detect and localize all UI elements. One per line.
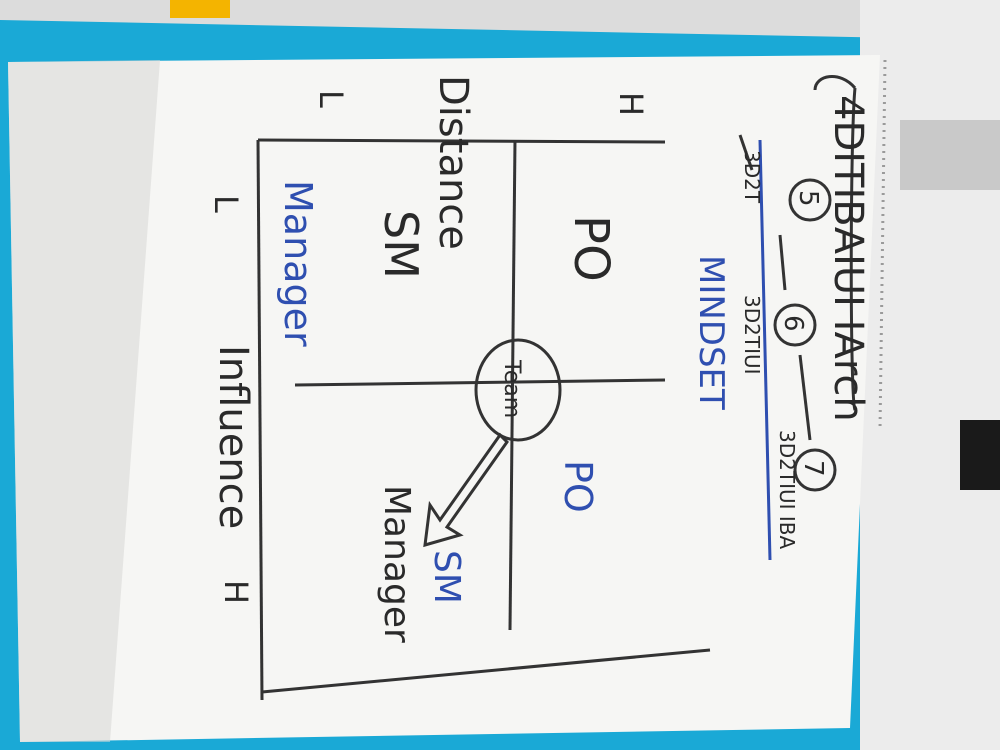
y-axis-high: H	[612, 92, 650, 116]
mindset-underline	[758, 139, 772, 561]
y-axis-title: Distance	[430, 75, 476, 250]
quadrant-bottom-right-manager: Manager	[376, 485, 417, 643]
matrix-horizontal-divider	[294, 378, 666, 387]
stage-7-circle	[793, 448, 837, 492]
title-box-corner	[813, 75, 857, 91]
arrow-5-6	[778, 234, 787, 291]
team-label: Team	[499, 359, 524, 418]
matrix-bottom-line	[261, 648, 711, 694]
mindset-label: MINDSET	[691, 255, 731, 410]
stage-5-label: 3D2T	[740, 150, 764, 204]
stage-7-number: 7	[798, 460, 828, 477]
stage-underline	[738, 134, 754, 171]
matrix-vertical-divider	[508, 139, 517, 631]
grey-object-right	[900, 120, 1000, 190]
x-axis-high: H	[217, 580, 255, 604]
arrow-6-7	[798, 354, 812, 441]
quadrant-top-right-po: PO	[556, 460, 600, 513]
quadrant-bottom-right-sm: SM	[426, 550, 467, 604]
spiral-binding	[878, 59, 887, 431]
quadrant-top-left-po: PO	[563, 215, 619, 282]
matrix-left-axis	[256, 139, 264, 701]
quadrant-bottom-left-sm: SM	[374, 210, 428, 279]
paper-shadow	[8, 60, 160, 742]
stage-7-label: 3D2TIUI IBA	[775, 430, 799, 549]
team-circle	[474, 338, 562, 442]
x-axis-title: Influence	[210, 345, 256, 529]
quadrant-bottom-left-manager: Manager	[276, 180, 320, 347]
arrow-team-to-sm	[423, 432, 509, 548]
paper-sheet	[8, 55, 880, 742]
matrix-top-line	[257, 138, 666, 144]
sheet-text-group: 4DITIBAIUI IArch MINDSET 5 3D2T 6 3D2TIU…	[207, 75, 871, 643]
stage-6-label: 3D2TIUI	[740, 295, 764, 375]
dark-object-right	[960, 420, 1000, 490]
sticky-note-yellow	[170, 0, 230, 18]
title-box-edge	[849, 87, 857, 411]
sheet-title: 4DITIBAIUI IArch	[825, 95, 871, 422]
x-axis-low: L	[207, 195, 245, 213]
y-axis-low: L	[312, 90, 350, 108]
stage-5-number: 5	[793, 190, 823, 207]
stage-5-circle	[788, 178, 832, 222]
matrix-lines	[256, 138, 711, 701]
stage-6-number: 6	[778, 315, 808, 332]
stage-6-circle	[773, 303, 817, 347]
